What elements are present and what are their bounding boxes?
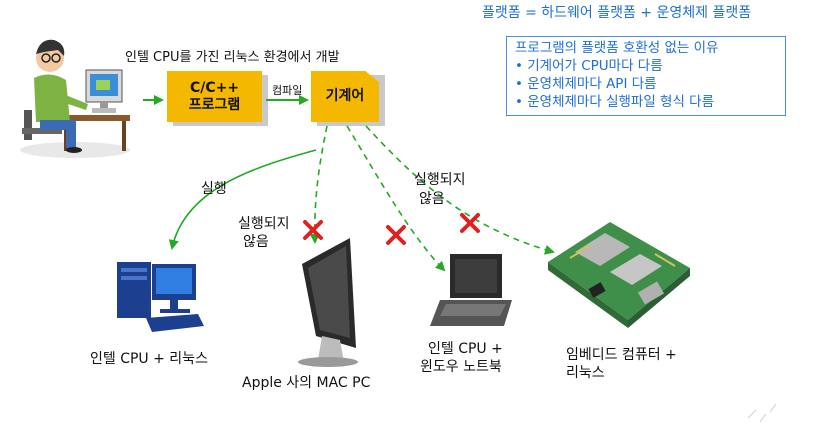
embedded-not-run-label-2: 않음 xyxy=(419,191,445,207)
reason-item: • 운영체제마다 실행파일 형식 다름 xyxy=(515,94,715,110)
mac-caption: Apple 사의 MAC PC xyxy=(242,375,371,391)
windows-caption-2: 윈도우 노트북 xyxy=(420,359,502,375)
embedded-board-icon xyxy=(548,222,690,328)
source-program-box: C/C++ 프로그램 xyxy=(167,71,262,122)
developer-icon xyxy=(20,39,130,158)
source-box-line2: 프로그램 xyxy=(188,96,241,113)
reason-heading: 프로그램의 플랫폼 호환성 없는 이유 xyxy=(515,40,719,56)
embedded-not-run-label-1: 실행되지 xyxy=(414,172,466,188)
not-run-cross xyxy=(386,225,406,245)
linux-pc-icon xyxy=(117,262,204,332)
mac-pc-icon xyxy=(298,238,358,367)
reason-box: 프로그램의 플랫폼 호환성 없는 이유 • 기계어가 CPU마다 다름 • 운영… xyxy=(506,36,786,116)
dev-env-caption: 인텔 CPU를 가진 리눅스 환경에서 개발 xyxy=(125,50,340,65)
source-box-line1: C/C++ xyxy=(189,79,240,96)
page-title: 플랫폼 = 하드웨어 플랫폼 + 운영체제 플랫폼 xyxy=(482,5,752,21)
linux-pc-caption: 인텔 CPU + 리눅스 xyxy=(90,351,208,367)
watermark-icon xyxy=(747,403,777,423)
compile-label: 컴파일 xyxy=(272,84,303,97)
embedded-caption-1: 임베디드 컴퓨터 + xyxy=(566,347,677,363)
run-label: 실행 xyxy=(201,181,227,197)
mac-not-run-label-1: 실행되지 xyxy=(238,216,290,232)
reason-item: • 기계어가 CPU마다 다름 xyxy=(515,58,663,74)
machine-code-label: 기계어 xyxy=(325,88,365,104)
machine-code-box: 기계어 xyxy=(311,71,379,122)
not-run-cross xyxy=(460,213,480,233)
reason-item: • 운영체제마다 API 다름 xyxy=(515,76,657,92)
windows-caption-1: 인텔 CPU + xyxy=(428,341,503,357)
windows-laptop-icon xyxy=(430,254,512,326)
not-run-cross xyxy=(303,220,323,240)
mac-not-run-label-2: 않음 xyxy=(243,234,269,250)
embedded-caption-2: 리눅스 xyxy=(566,365,605,381)
arrow-to-windows-laptop xyxy=(346,125,446,272)
run-arrow xyxy=(168,149,317,250)
arrow-to-embedded xyxy=(365,125,555,255)
